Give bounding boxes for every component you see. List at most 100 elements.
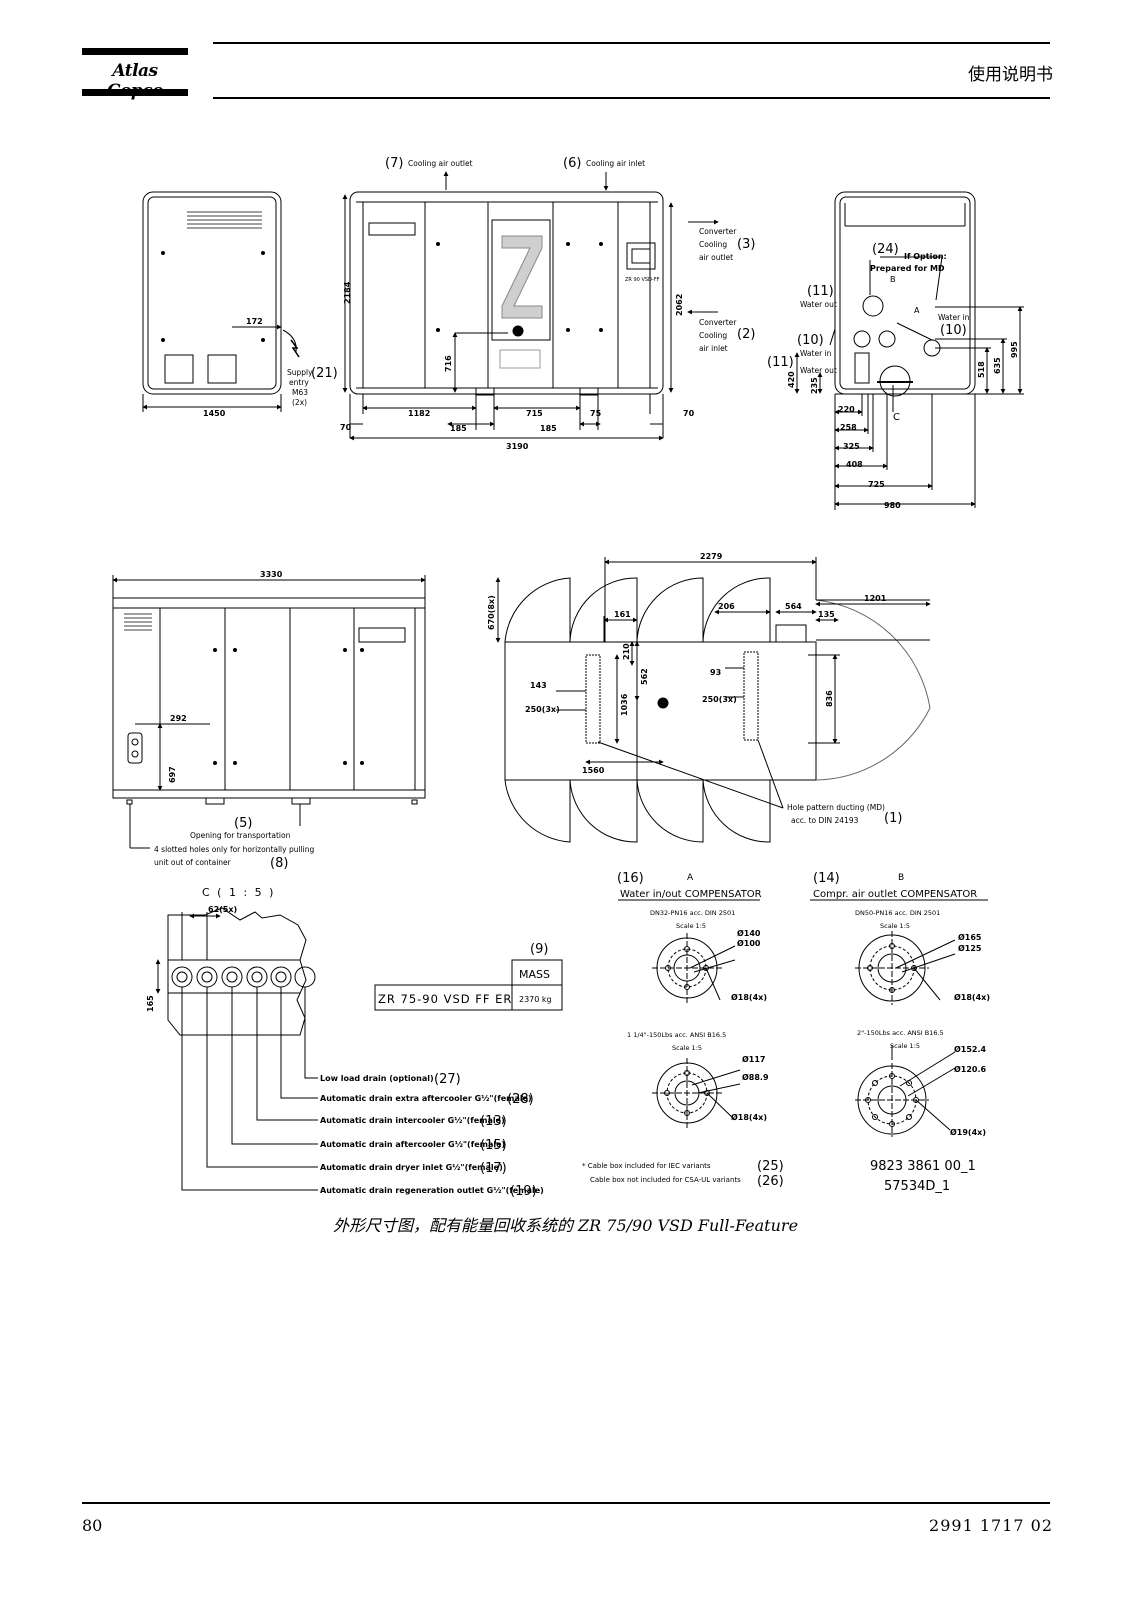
dim-715: 715 [526, 409, 543, 418]
nameplate: ZR 90 VSD-FF [625, 277, 660, 283]
dim-564: 564 [785, 602, 802, 611]
supply-entry-label-3: M63 [292, 388, 308, 397]
dim-725: 725 [868, 480, 885, 489]
ref-11-a: (11) [807, 284, 834, 299]
hole-pattern-label-1: Hole pattern ducting (MD) [787, 803, 885, 812]
top-view [495, 557, 931, 843]
dim-135: 135 [818, 610, 835, 619]
ref-21: (21) [311, 366, 338, 381]
dim-70-left: 70 [340, 423, 352, 432]
side-view-right [794, 191, 1024, 510]
dim-250-right: 250(3x) [702, 695, 737, 704]
mark-c: C [893, 412, 900, 423]
dim-161: 161 [614, 610, 631, 619]
dim-d889: Ø88.9 [742, 1072, 769, 1082]
dim-206: 206 [718, 602, 735, 611]
drain-ref: (17) [480, 1161, 507, 1176]
opening-transport-label: Opening for transportation [190, 831, 291, 840]
side-view-left [142, 191, 300, 412]
dim-250-left: 250(3x) [525, 705, 560, 714]
atlas-copco-logo: Atlas Copco [82, 48, 188, 101]
detail-c-title: C ( 1 : 5 ) [202, 886, 275, 899]
figure-caption: 外形尺寸图，配有能量回收系统的 ZR 75/90 VSD Full-Featur… [332, 1216, 799, 1235]
dim-d1524: Ø152.4 [954, 1044, 987, 1054]
dim-70-right: 70 [683, 409, 695, 418]
dim-62: 62(5x) [208, 905, 237, 914]
dim-d140: Ø140 [737, 928, 761, 938]
dim-258: 258 [840, 423, 857, 432]
dim-185-left: 185 [450, 424, 467, 433]
dim-2279: 2279 [700, 552, 723, 561]
front-view [342, 171, 719, 441]
drain-ref: (27) [434, 1072, 461, 1087]
dim-235: 235 [810, 377, 819, 394]
cooling-air-inlet-label: Cooling air inlet [586, 159, 645, 168]
dim-1182: 1182 [408, 409, 430, 418]
dim-d19: Ø19(4x) [950, 1127, 986, 1137]
converter-outlet-label-1: Converter [699, 227, 737, 236]
cooling-air-outlet-label: Cooling air outlet [408, 159, 473, 168]
dim-d100: Ø100 [737, 938, 761, 948]
dim-185-right: 185 [540, 424, 557, 433]
ref-16: (16) [617, 871, 644, 886]
comp-b-scale1: Scale 1:5 [880, 922, 910, 930]
mark-a: A [914, 306, 920, 315]
drain-ref: (28) [507, 1092, 534, 1107]
dim-995: 995 [1010, 341, 1019, 358]
converter-inlet-label-1: Converter [699, 318, 737, 327]
water-out-label-a: Water out [800, 300, 837, 309]
note-iec: * Cable box included for IEC variants [582, 1162, 711, 1170]
dim-220: 220 [838, 405, 855, 414]
ref-6: (6) [563, 156, 581, 171]
comp-a-title: Water in/out COMPENSATOR [620, 889, 762, 900]
dim-210: 210 [622, 643, 631, 660]
dim-420: 420 [787, 371, 796, 388]
ref-14: (14) [813, 871, 840, 886]
comp-b-std2: 2"-150Lbs acc. ANSI B16.5 [857, 1029, 944, 1037]
dim-518: 518 [977, 361, 986, 378]
flange-a-din [652, 933, 736, 1003]
dim-3330: 3330 [260, 570, 283, 579]
ref-11-b: (11) [767, 355, 794, 370]
dim-1036: 1036 [620, 693, 629, 716]
dim-1450: 1450 [203, 409, 226, 418]
flange-b-din [855, 931, 956, 1005]
comp-b-std1: DN50-PN16 acc. DIN 2501 [855, 909, 940, 917]
dim-d1206: Ø120.6 [954, 1064, 987, 1074]
dim-1560: 1560 [582, 766, 605, 775]
flange-a-ansi [652, 1058, 741, 1128]
dim-93: 93 [710, 668, 721, 677]
ref-10-a: (10) [797, 333, 824, 348]
drain-label: Automatic drain extra aftercooler G½"(fe… [320, 1093, 532, 1103]
dim-d18-b: Ø18(4x) [954, 992, 990, 1002]
mark-b: B [890, 275, 896, 284]
drain-ref: (13) [480, 1114, 507, 1129]
dim-635: 635 [993, 357, 1002, 374]
ref-8: (8) [270, 856, 288, 871]
water-out-label-b: Water out [800, 366, 837, 375]
header-rule-bottom [213, 97, 1050, 99]
slotted-holes-label-1: 4 slotted holes only for horizontally pu… [154, 845, 314, 854]
mass-value: 2370 kg [519, 995, 552, 1004]
drain-label: Automatic drain dryer inlet G½"(female) [320, 1162, 503, 1172]
dim-980: 980 [884, 501, 901, 510]
dim-408: 408 [846, 460, 863, 469]
dim-2184: 2184 [343, 281, 352, 304]
hole-pattern-label-2: acc. to DIN 24193 [791, 816, 859, 825]
dim-75: 75 [590, 409, 602, 418]
comp-a-std1: DN32-PN16 acc. DIN 2501 [650, 909, 735, 917]
mass-table [374, 959, 563, 1011]
footer-rule [82, 1502, 1050, 1504]
ref-5: (5) [234, 816, 252, 831]
converter-outlet-label-3: air outlet [699, 253, 733, 262]
prepared-md-label: Prepared for MD [870, 264, 945, 273]
document-number: 2991 1717 02 [929, 1516, 1053, 1535]
supply-entry-label-4: (2x) [292, 398, 307, 407]
dim-d125: Ø125 [958, 943, 982, 953]
water-in-label-r: Water in [938, 313, 970, 322]
dim-d18-a2: Ø18(4x) [731, 1112, 767, 1122]
rear-view [112, 575, 426, 849]
dim-697: 697 [168, 766, 177, 783]
drain-label: Automatic drain regeneration outlet G½"(… [320, 1185, 544, 1195]
